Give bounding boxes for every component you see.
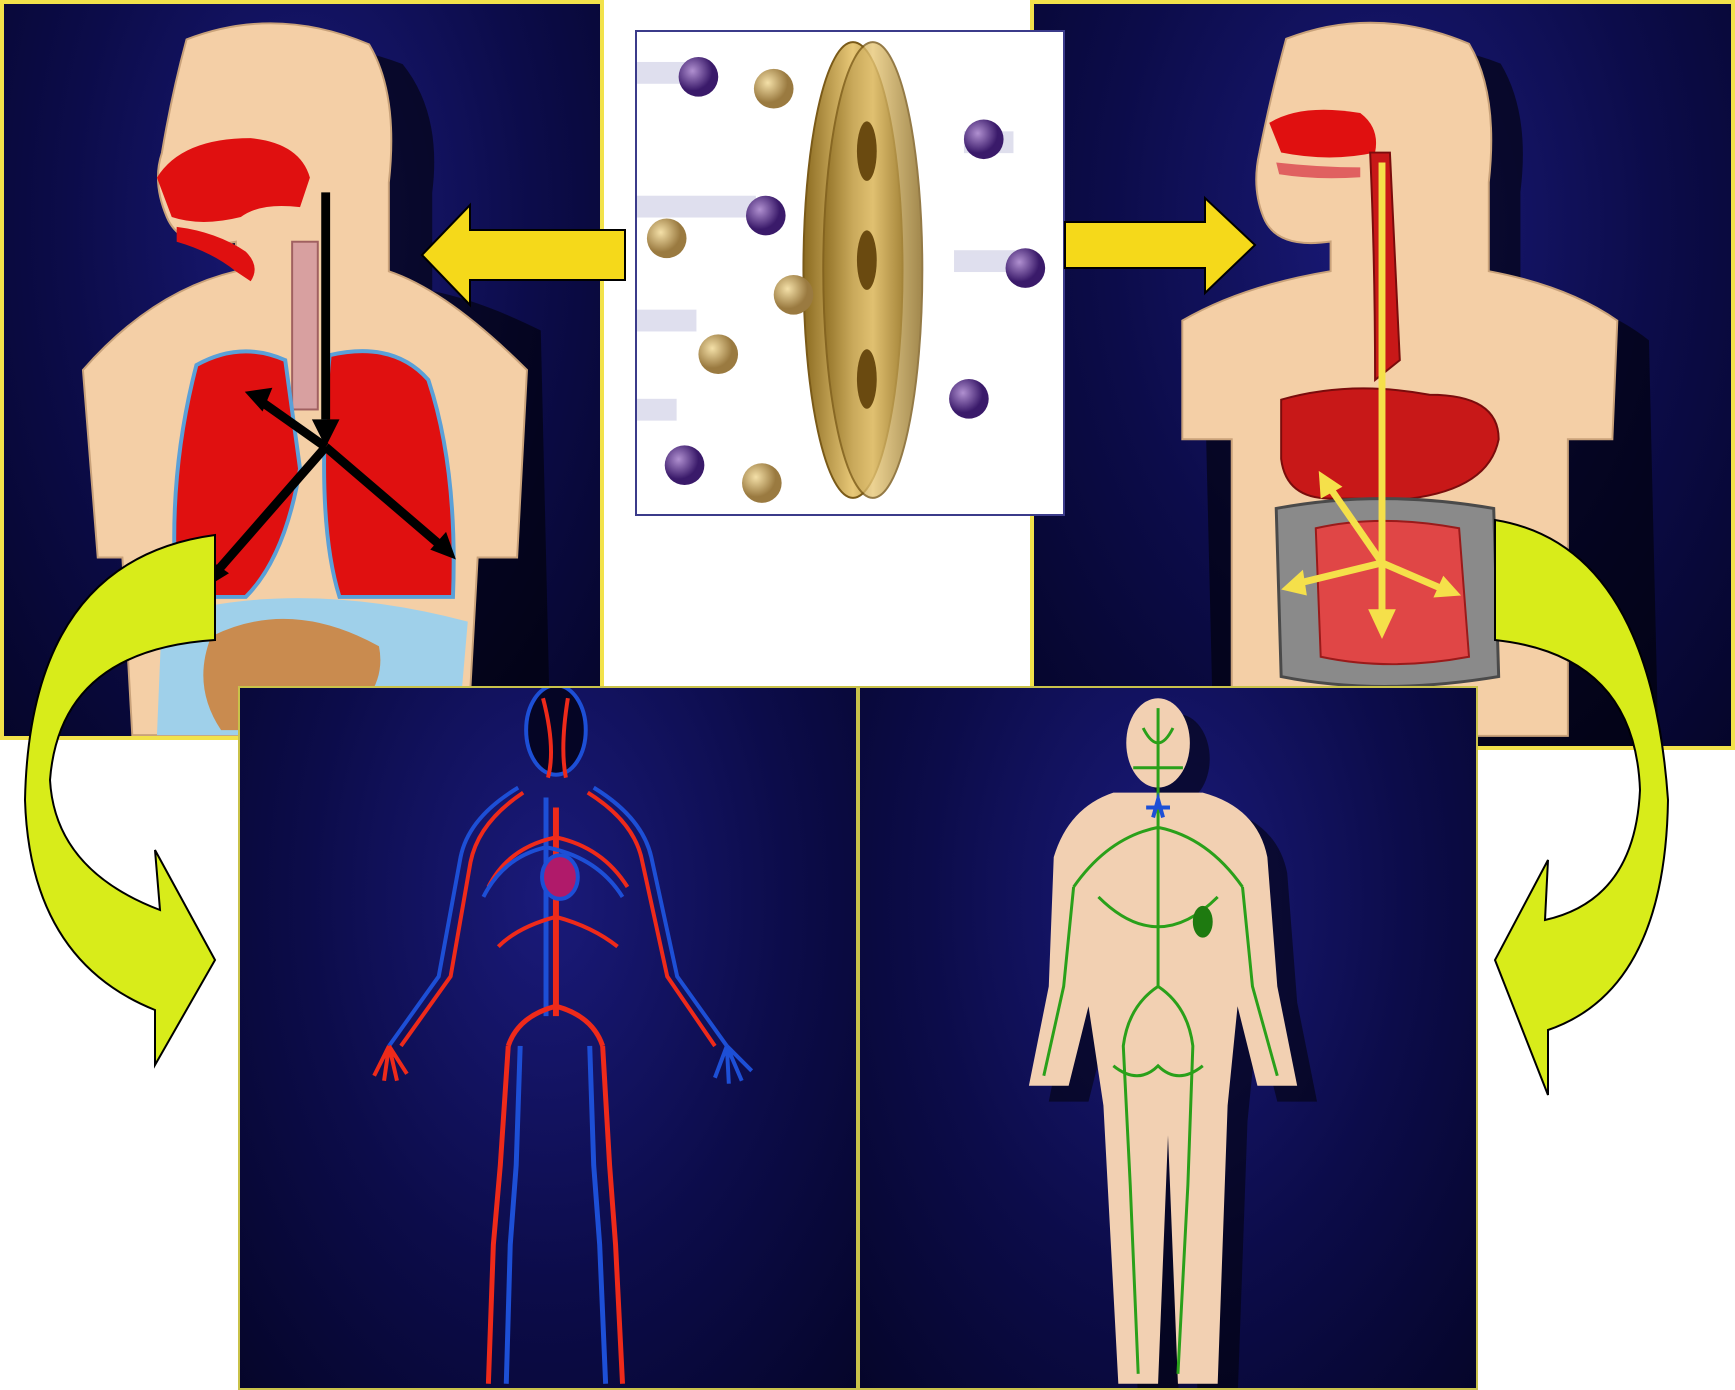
lymphatic-system-panel <box>858 686 1478 1390</box>
digestive-system-panel <box>1030 0 1735 750</box>
respiratory-system-icon <box>4 4 600 736</box>
cell-membrane-transport-icon <box>637 32 1063 514</box>
lymphatic-system-icon <box>860 688 1476 1388</box>
cell-membrane-panel <box>635 30 1065 516</box>
digestive-system-icon <box>1034 4 1731 746</box>
respiratory-system-panel <box>0 0 604 740</box>
circulatory-system-panel <box>238 686 858 1390</box>
circulatory-system-icon <box>240 688 856 1388</box>
